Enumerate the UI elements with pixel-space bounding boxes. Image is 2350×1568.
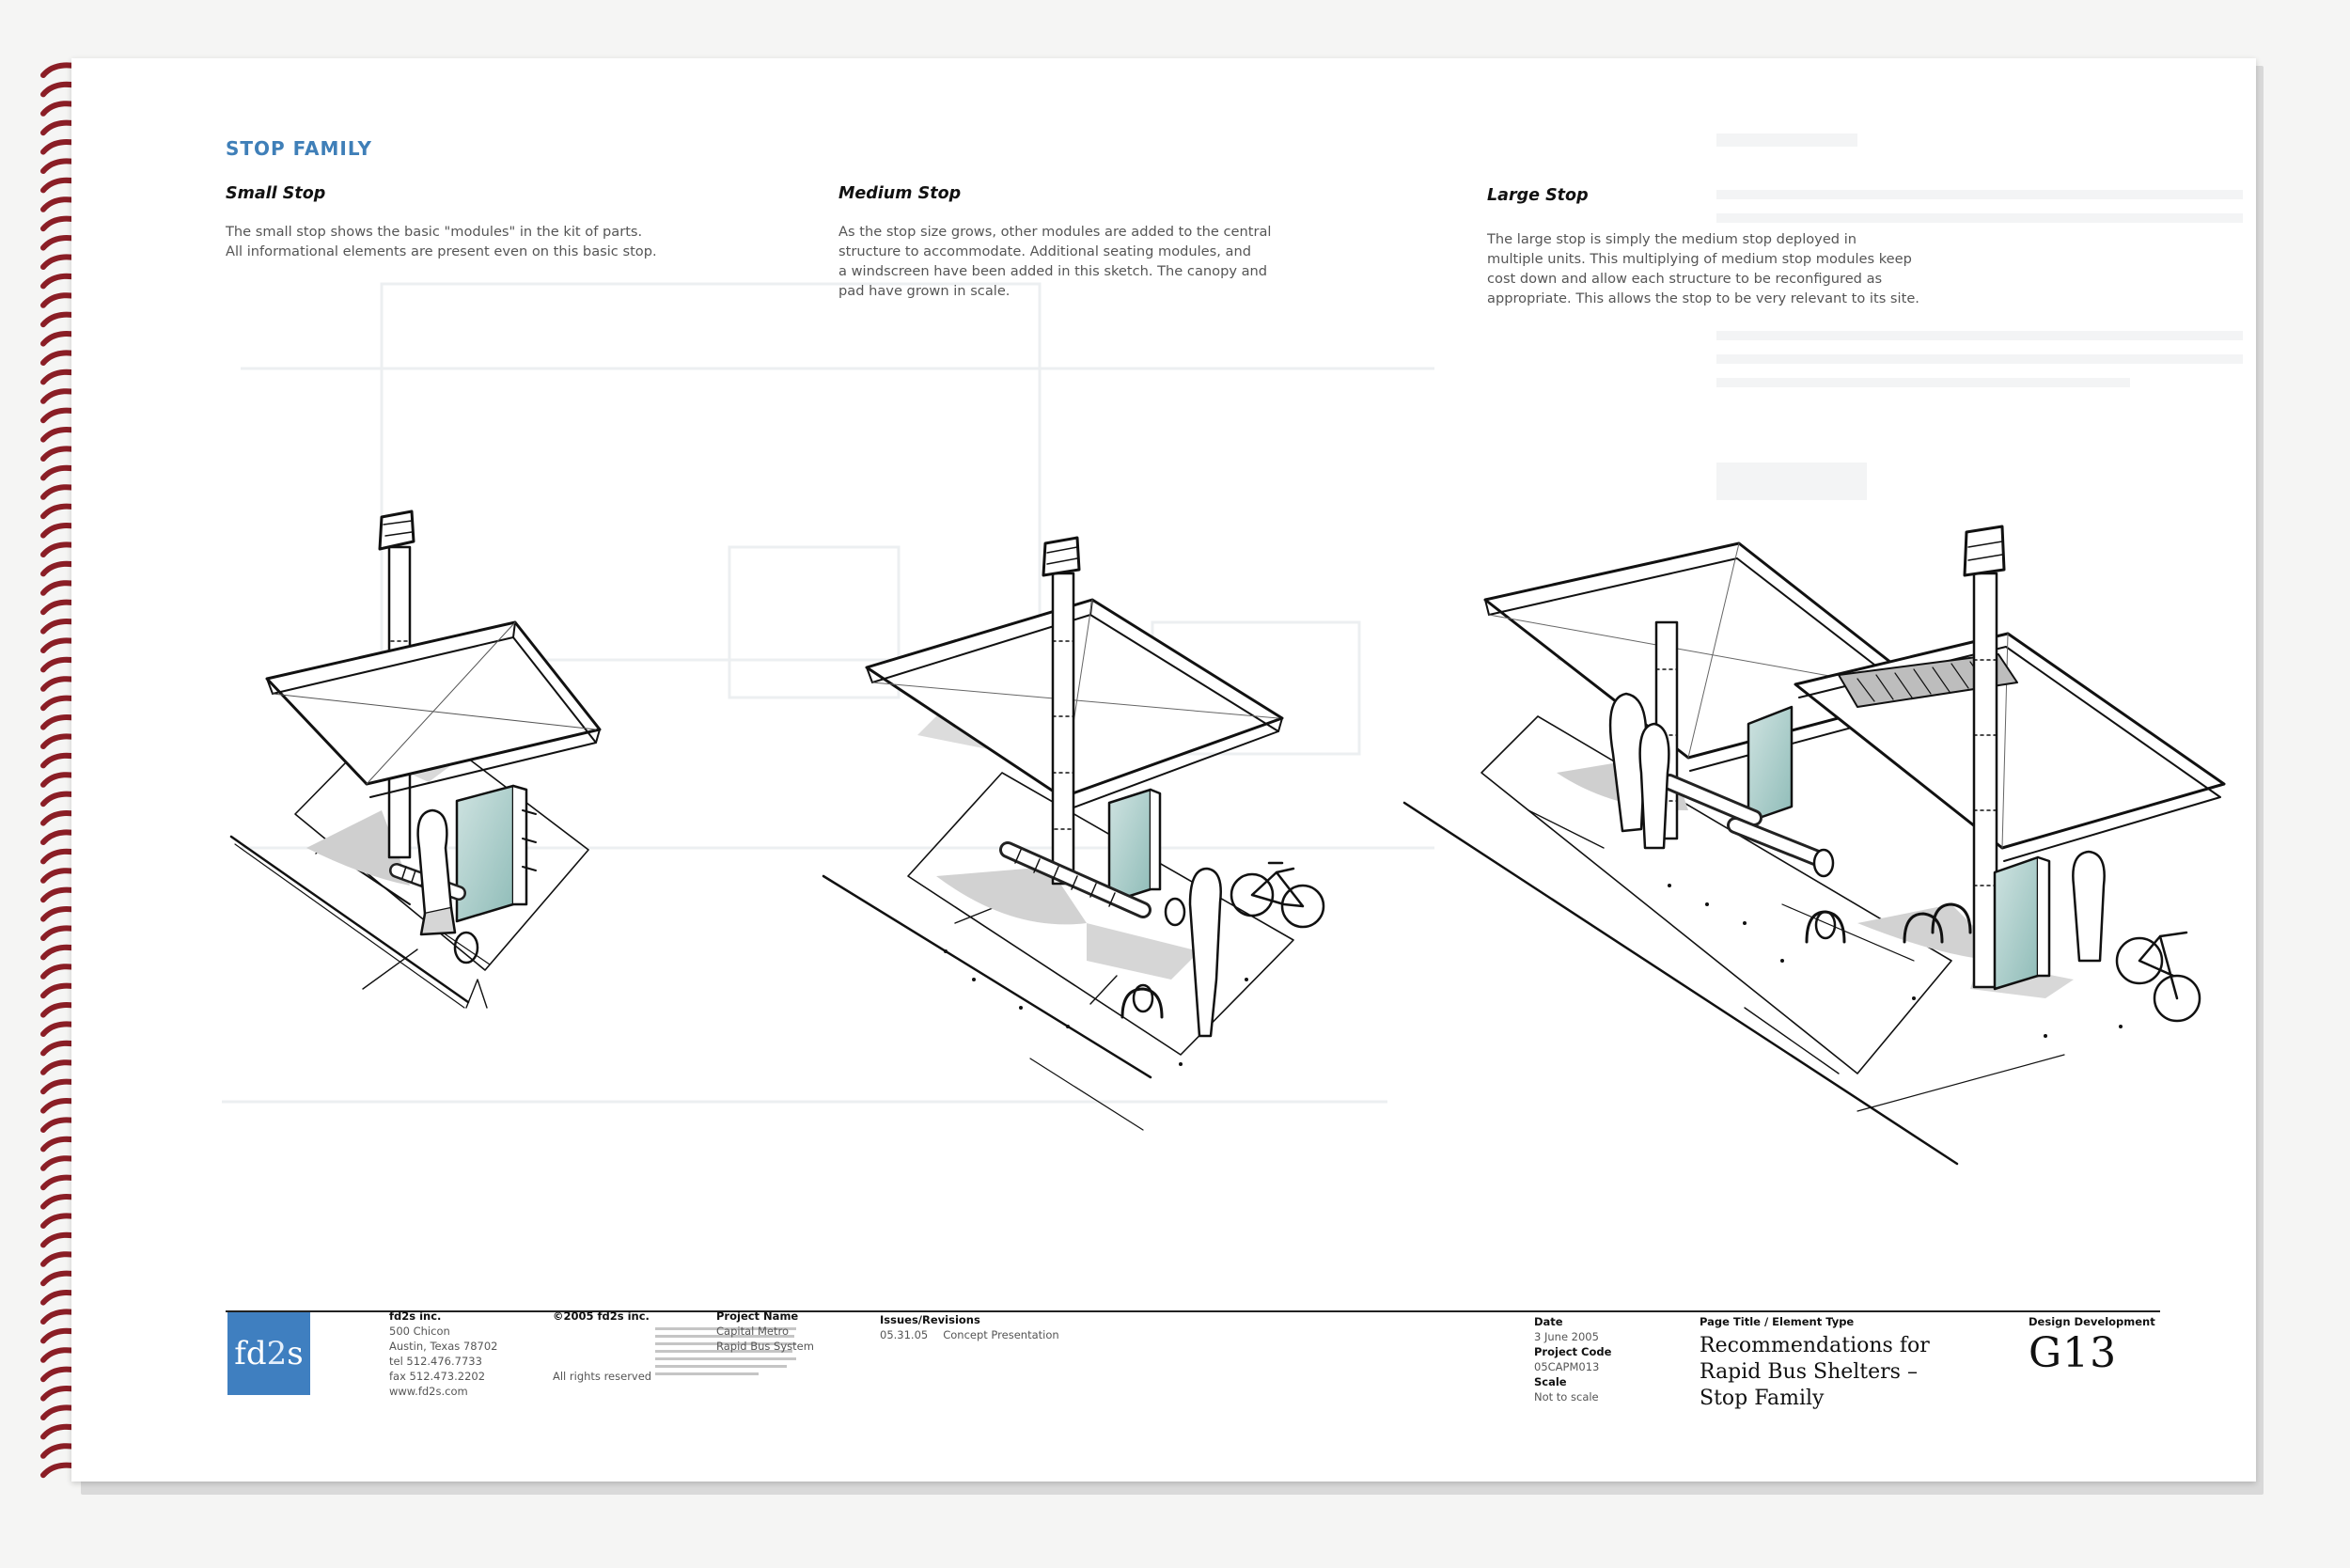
logo-text-two: 2 bbox=[266, 1335, 288, 1372]
fax: fax 512.473.2202 bbox=[389, 1370, 486, 1383]
address-line-1: 500 Chicon bbox=[389, 1325, 450, 1338]
large-stop-heading: Large Stop bbox=[1487, 186, 1589, 205]
page-title: Recommendations for Rapid Bus Shelters –… bbox=[1700, 1333, 1930, 1412]
sketch-area bbox=[229, 510, 2226, 1166]
medium-stop-heading: Medium Stop bbox=[838, 184, 962, 203]
document-page: STOP FAMILY Small Stop The small stop sh… bbox=[71, 58, 2256, 1482]
small-stop-description: Small Stop The small stop shows the basi… bbox=[226, 184, 714, 261]
company-info: fd2s inc. 500 Chicon Austin, Texas 78702… bbox=[389, 1309, 497, 1399]
medium-stop-description: Medium Stop As the stop size grows, othe… bbox=[838, 184, 1327, 301]
small-stop-heading: Small Stop bbox=[226, 184, 326, 203]
project-code-label: Project Code bbox=[1534, 1345, 1612, 1358]
scale-label: Scale bbox=[1534, 1375, 1567, 1388]
date-label: Date bbox=[1534, 1315, 1563, 1328]
large-stop-sketch bbox=[1402, 525, 2226, 1166]
company-name: fd2s inc. bbox=[389, 1309, 442, 1323]
section-title: STOP FAMILY bbox=[226, 137, 372, 160]
text-line: As the stop size grows, other modules ar… bbox=[838, 224, 1272, 240]
project-name-line-2: Rapid Bus System bbox=[716, 1340, 814, 1353]
page-title-line-2: Rapid Bus Shelters – bbox=[1700, 1360, 1918, 1384]
design-block: Design Development G13 bbox=[2029, 1314, 2155, 1374]
issues-block: Issues/Revisions 05.31.05 Concept Present… bbox=[880, 1312, 1074, 1342]
medium-stop-sketch bbox=[822, 536, 1325, 1131]
text-line: The small stop shows the basic "modules"… bbox=[226, 224, 643, 240]
small-stop-text: The small stop shows the basic "modules"… bbox=[226, 222, 714, 261]
issues-label: Issues/Revisions bbox=[880, 1313, 980, 1326]
text-line: The large stop is simply the medium stop… bbox=[1487, 231, 1856, 247]
copyright-fine-print bbox=[654, 1327, 796, 1375]
project-code-value: 05CAPM013 bbox=[1534, 1360, 1600, 1373]
project-block: Project Name Capital Metro Rapid Bus Sys… bbox=[716, 1309, 814, 1354]
text-line: structure to accommodate. Additional sea… bbox=[838, 243, 1252, 259]
issue-description: Concept Presentation bbox=[943, 1328, 1059, 1341]
issue-row: 05.31.05 Concept Presentation bbox=[880, 1327, 1074, 1342]
meta-block: Date 3 June 2005 Project Code 05CAPM013 … bbox=[1534, 1314, 1611, 1404]
copyright-rights: All rights reserved bbox=[553, 1370, 652, 1383]
footer-rule bbox=[226, 1310, 2160, 1312]
issue-date: 05.31.05 bbox=[880, 1328, 929, 1341]
large-stop-description: Large Stop The large stop is simply the … bbox=[1487, 186, 1957, 308]
copyright-title: ©2005 fd2s inc. bbox=[553, 1309, 650, 1323]
page-title-line-1: Recommendations for bbox=[1700, 1334, 1930, 1357]
address-line-2: Austin, Texas 78702 bbox=[389, 1340, 498, 1353]
project-name-line-1: Capital Metro bbox=[716, 1325, 789, 1338]
project-label: Project Name bbox=[716, 1309, 799, 1323]
copyright-block: ©2005 fd2s inc. All rights reserved bbox=[553, 1309, 796, 1384]
date-value: 3 June 2005 bbox=[1534, 1330, 1599, 1343]
logo-text-end: s bbox=[287, 1335, 304, 1372]
telephone: tel 512.476.7733 bbox=[389, 1355, 482, 1368]
page-title-line-3: Stop Family bbox=[1700, 1387, 1825, 1410]
text-line: cost down and allow each structure to be… bbox=[1487, 271, 1883, 287]
scale-value: Not to scale bbox=[1534, 1390, 1599, 1403]
text-line: multiple units. This multiplying of medi… bbox=[1487, 251, 1912, 267]
small-stop-sketch bbox=[229, 510, 602, 1009]
text-line: a windscreen have been added in this ske… bbox=[838, 263, 1268, 279]
medium-stop-text: As the stop size grows, other modules ar… bbox=[838, 222, 1327, 301]
logo-text: fd bbox=[234, 1335, 267, 1372]
large-stop-text: The large stop is simply the medium stop… bbox=[1487, 229, 1957, 308]
page-title-block: Page Title / Element Type Recommendation… bbox=[1700, 1314, 1930, 1412]
reverse-side-show-through bbox=[222, 133, 2243, 1104]
design-stage-label: Design Development bbox=[2029, 1315, 2155, 1328]
text-line: pad have grown in scale. bbox=[838, 283, 1010, 299]
website: www.fd2s.com bbox=[389, 1385, 468, 1398]
text-line: All informational elements are present e… bbox=[226, 243, 657, 259]
page-title-label: Page Title / Element Type bbox=[1700, 1315, 1855, 1328]
sheet-number: G13 bbox=[2029, 1329, 2118, 1377]
text-line: appropriate. This allows the stop to be … bbox=[1487, 290, 1919, 306]
